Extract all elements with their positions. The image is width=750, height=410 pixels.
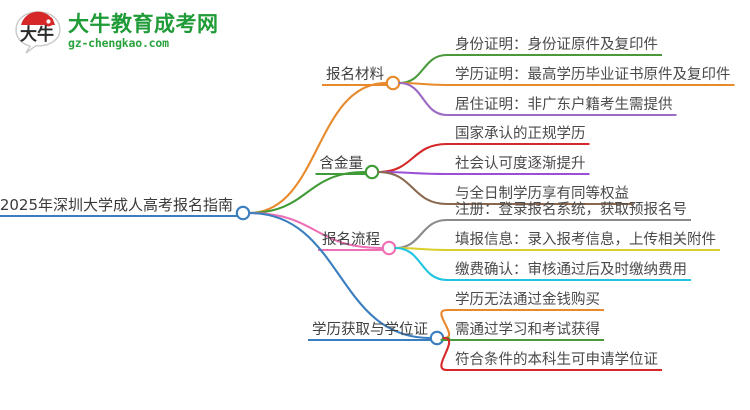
logo-mark-icon: 大牛 [14,10,62,54]
branch-group-1: 报名材料 身份证明：身份证原件及复印件学历证明：最高学历毕业证书原件及复印件居住证… [247,35,735,215]
branch-label-4[interactable]: 学历获取与学位证 [312,321,428,338]
leaf-label-2-1[interactable]: 国家承认的正规学历 [455,125,586,142]
site-logo: 大牛 大牛教育成考网 gz-chengkao.com [14,10,219,54]
branch-link-2 [247,170,367,215]
leaf-link-3-1 [394,218,449,250]
root-node[interactable]: 2025年深圳大学成人高考报名指南 [0,196,237,218]
branch-node-3[interactable] [381,240,397,256]
svg-text:大牛: 大牛 [20,24,54,45]
branch-label-1[interactable]: 报名材料 [326,66,384,83]
leaf-link-1-1 [398,53,449,85]
branch-label-2[interactable]: 含金量 [320,155,364,172]
branch-link-4 [247,211,432,340]
branch-label-3[interactable]: 报名流程 [322,231,380,248]
leaf-link-2-3 [377,170,449,206]
leaf-link-4-3 [440,336,451,372]
leaf-label-1-3[interactable]: 居住证明：非广东户籍考生需提供 [455,96,673,113]
leaf-link-3-3 [394,246,449,282]
leaf-label-2-3[interactable]: 与全日制学历享有同等权益 [455,184,629,202]
leaf-label-4-1[interactable]: 学历无法通过金钱购买 [455,291,600,308]
leaf-label-4-3[interactable]: 符合条件的本科生可申请学位证 [455,351,658,368]
leaf-label-1-2[interactable]: 学历证明：最高学历毕业证书原件及复印件 [455,65,731,83]
branch-link-1 [247,81,388,215]
branch-node-2[interactable] [364,164,380,180]
root-node-circle[interactable] [235,205,251,221]
root-label: 2025年深圳大学成人高考报名指南 [0,196,233,214]
logo-title: 大牛教育成考网 [68,12,219,37]
branch-group-3: 报名流程 注册：登录报名系统，获取预报名号填报信息：录入报考信息，上传相关附件缴费… [247,201,720,282]
leaf-label-3-1[interactable]: 注册：登录报名系统，获取预报名号 [455,201,687,218]
leaf-label-2-2[interactable]: 社会认可度逐渐提升 [455,155,586,172]
leaf-label-1-1[interactable]: 身份证明：身份证原件及复印件 [455,35,658,53]
logo-subtitle-url: gz-chengkao.com [68,36,169,51]
leaf-link-1-3 [398,81,449,117]
branch-group-4: 学历获取与学位证 学历无法通过金钱购买需通过学习和考试获得符合条件的本科生可申请学… [247,211,662,372]
leaf-label-4-2[interactable]: 需通过学习和考试获得 [455,321,600,338]
leaf-label-3-2[interactable]: 填报信息：录入报考信息，上传相关附件 [455,231,716,248]
branch-node-4[interactable] [429,330,445,346]
branch-node-1[interactable] [385,75,401,91]
leaf-link-2-1 [377,142,449,174]
leaf-label-3-3[interactable]: 缴费确认：审核通过后及时缴纳费用 [455,261,687,278]
